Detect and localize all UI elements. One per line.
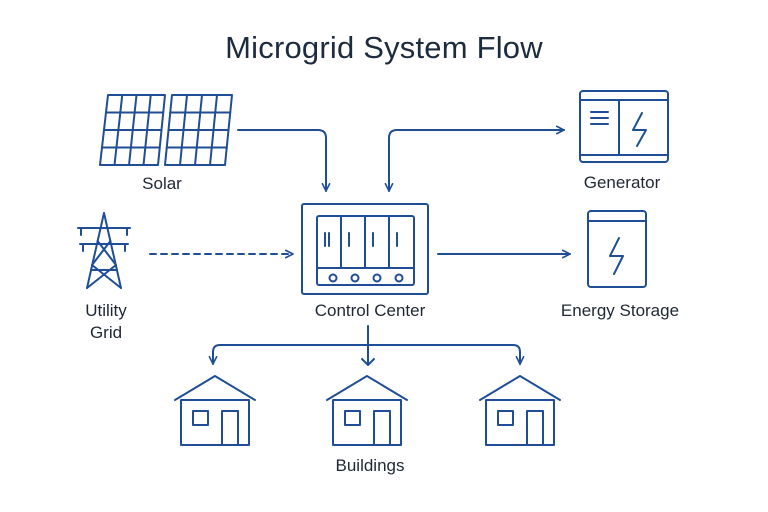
edge-buildings-branch — [208, 344, 525, 365]
house-icon — [326, 375, 408, 446]
utility-grid-label-line2: Grid — [89, 323, 123, 342]
house-icon — [174, 375, 256, 446]
solar-panel-icon — [99, 94, 233, 166]
edge-generator-control — [384, 125, 565, 192]
edge-solar-to-control — [237, 129, 331, 192]
generator-icon — [579, 90, 669, 163]
utility-grid-label-line1: Utility — [85, 301, 127, 320]
control-cabinet-icon — [301, 203, 429, 295]
edge-buildings-center-arrow — [361, 358, 375, 366]
house-icon — [479, 375, 561, 446]
energy-storage-label: Energy Storage — [560, 301, 680, 320]
transmission-tower-icon — [77, 212, 131, 289]
buildings-label: Buildings — [335, 456, 405, 475]
control-center-label: Control Center — [314, 301, 426, 320]
utility-grid-label: Utility Grid — [56, 300, 156, 344]
solar-label: Solar — [142, 174, 182, 193]
diagram-title: Microgrid System Flow — [225, 30, 543, 65]
battery-icon — [587, 210, 647, 288]
generator-label: Generator — [583, 173, 661, 192]
